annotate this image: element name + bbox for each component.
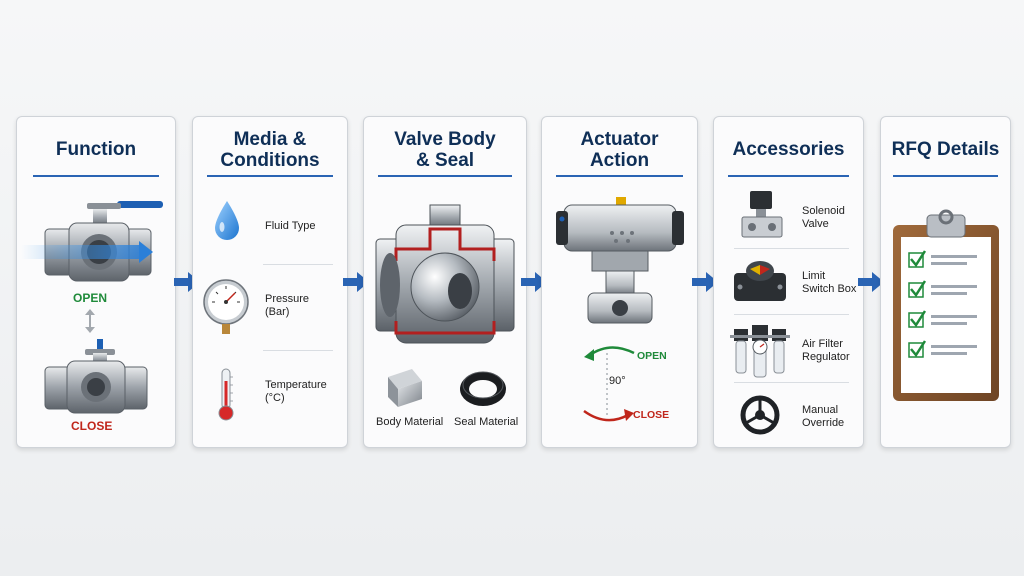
thermometer-icon: [218, 368, 234, 421]
pneumatic-actuator-icon: [556, 197, 684, 324]
ball-valve-open-icon: [21, 201, 163, 282]
air-filter-regulator-label: Air Filter Regulator: [802, 338, 850, 363]
media-sep-1: [263, 264, 333, 265]
seal-ring-icon: [460, 371, 506, 406]
handwheel-icon: [740, 395, 780, 435]
limit-switch-box-label: Limit Switch Box: [802, 270, 857, 295]
temperature-label: Temperature (°C): [265, 379, 327, 404]
valve-body-seal-card: Valve Body & Seal Body Material Seal: [363, 116, 527, 448]
open-state-label: OPEN: [73, 291, 108, 305]
actuator-title-rule: [556, 175, 683, 177]
rotation-angle-label: 90°: [609, 375, 626, 387]
function-card: Function OPEN: [16, 116, 176, 448]
flow-arrow-5-icon: [858, 272, 884, 292]
function-title: Function: [55, 139, 137, 160]
flow-arrow-2-icon: [343, 272, 369, 292]
actuator-open-label: OPEN: [637, 350, 667, 362]
clipboard-checklist-icon: [893, 209, 999, 401]
valve-body-title-rule: [378, 175, 512, 177]
body-material-block-icon: [388, 369, 422, 407]
actuator-close-label: CLOSE: [633, 409, 670, 421]
solenoid-valve-label: Solenoid Valve: [802, 205, 845, 230]
accessories-title-rule: [728, 175, 849, 177]
function-title-rule: [33, 175, 159, 177]
pressure-label: Pressure (Bar): [265, 293, 310, 318]
actuator-action-card: Actuator Action OPEN 90° CLOSE: [541, 116, 698, 448]
rfq-details-card: RFQ Details: [880, 116, 1011, 448]
valve-cutaway-icon: [375, 204, 515, 344]
media-conditions-card: Media & Conditions Fluid Type Pressure (…: [192, 116, 348, 448]
rfq-details-title: RFQ Details: [891, 139, 1000, 160]
acc-sep-2: [734, 314, 849, 315]
ball-valve-closed-icon: [44, 339, 148, 414]
flow-arrow-3-icon: [521, 272, 547, 292]
media-title-rule: [207, 175, 333, 177]
close-state-label: CLOSE: [71, 419, 113, 433]
seal-material-label: Seal Material: [454, 416, 519, 428]
accessories-title: Accessories: [732, 139, 845, 160]
accessories-card: Accessories Solenoid Valve Limit Switch …: [713, 116, 864, 448]
rotation-indicator-icon: [583, 346, 635, 422]
pressure-gauge-icon: [203, 279, 249, 334]
media-sep-2: [263, 350, 333, 351]
toggle-arrows-icon: [85, 309, 95, 333]
acc-sep-1: [734, 248, 849, 249]
body-material-label: Body Material: [376, 416, 444, 428]
media-conditions-title: Media & Conditions: [220, 129, 320, 171]
air-filter-regulator-icon: [730, 325, 790, 378]
manual-override-label: Manual Override: [802, 404, 845, 429]
acc-sep-3: [734, 382, 849, 383]
actuator-action-title: Actuator Action: [580, 129, 659, 171]
flow-arrow-4-icon: [692, 272, 718, 292]
rfq-title-rule: [893, 175, 998, 177]
water-drop-icon: [215, 201, 239, 240]
solenoid-valve-icon: [741, 191, 783, 238]
limit-switch-box-icon: [734, 261, 786, 301]
fluid-type-label: Fluid Type: [265, 220, 316, 232]
valve-body-seal-title: Valve Body & Seal: [394, 129, 496, 171]
